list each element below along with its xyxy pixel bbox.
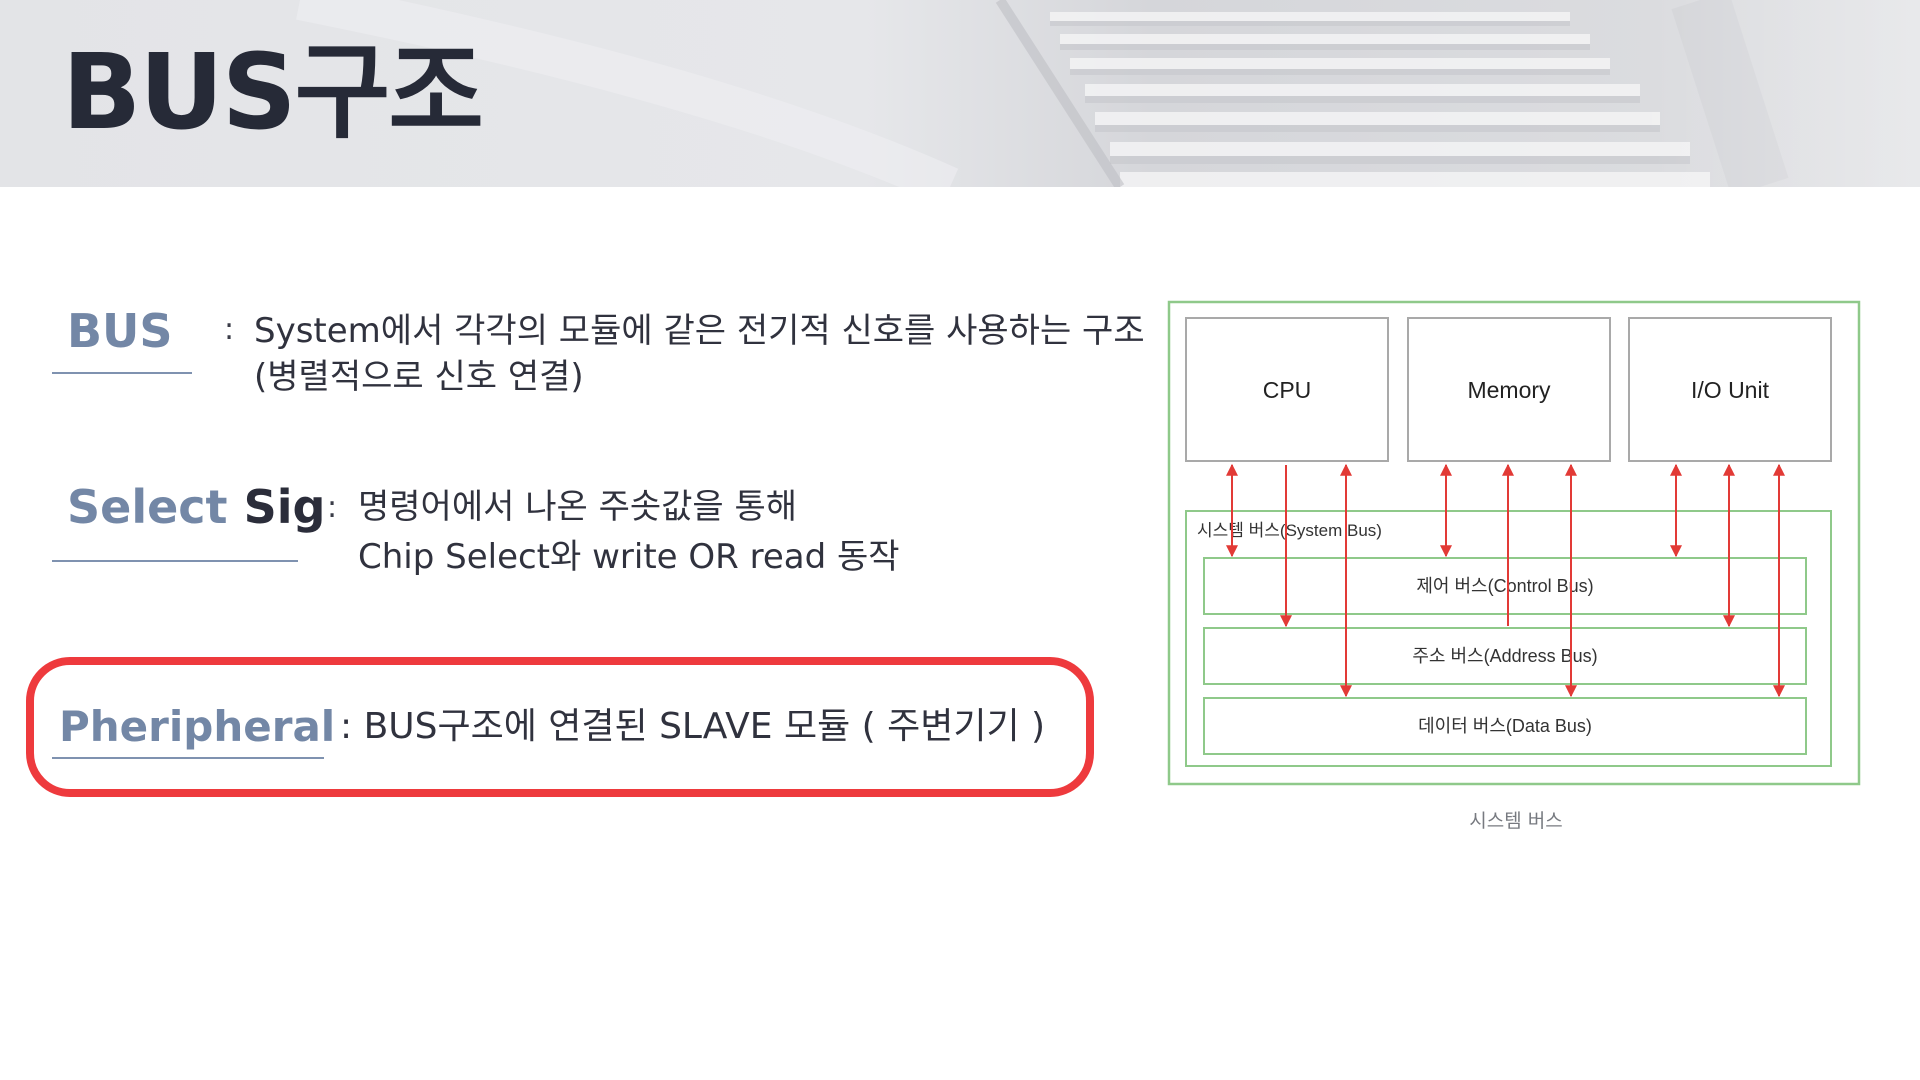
term-pheripheral-underline (52, 757, 324, 759)
memory-box (1407, 317, 1611, 462)
colon-bus: : (224, 312, 235, 347)
term-bus-underline (52, 372, 192, 374)
control-bus-label: 제어 버스(Control Bus) (1416, 576, 1593, 596)
io-unit-label: I/O Unit (1691, 377, 1770, 403)
system-bus-label: 시스템 버스(System Bus) (1197, 521, 1382, 540)
header-band: BUS구조 (0, 0, 1920, 187)
select-sig-description-line-2: Chip Select와 write OR read 동작 (358, 537, 900, 577)
select-sig-description-line-1: 명령어에서 나온 주솟값을 통해 (358, 487, 798, 527)
data-bus-label: 데이터 버스(Data Bus) (1418, 716, 1592, 736)
memory-label: Memory (1467, 377, 1551, 403)
control-bus-box (1203, 557, 1807, 615)
page-title: BUS구조 (62, 31, 484, 153)
io-unit-box (1628, 317, 1832, 462)
address-bus-label: 주소 버스(Address Bus) (1412, 646, 1597, 666)
term-bus: BUS (67, 304, 173, 358)
term-select-sig-part1: Select (67, 480, 244, 534)
diagram-caption: 시스템 버스 (1469, 810, 1563, 832)
colon-select-sig: : (327, 490, 338, 525)
system-bus-diagram: CPU Memory I/O Unit 시스템 버스(System Bus) 제… (1167, 300, 1861, 786)
highlight-frame (26, 657, 1094, 797)
address-bus-box (1203, 627, 1807, 685)
term-select-sig-part2: Sig (243, 480, 326, 534)
cpu-box (1185, 317, 1389, 462)
staircase-background-image (296, 0, 1920, 187)
term-pheripheral: Pheripheral (59, 702, 336, 751)
data-bus-box (1203, 697, 1807, 755)
term-select-sig-underline (52, 560, 298, 562)
bus-description-line-2: (병렬적으로 신호 연결) (254, 357, 584, 397)
pheripheral-description: : BUS구조에 연결된 SLAVE 모듈 ( 주변기기 ) (340, 706, 1046, 747)
term-select-sig: Select Sig (67, 480, 325, 534)
cpu-label: CPU (1263, 377, 1312, 403)
bus-description-line-1: System에서 각각의 모듈에 같은 전기적 신호를 사용하는 구조 (254, 311, 1145, 351)
